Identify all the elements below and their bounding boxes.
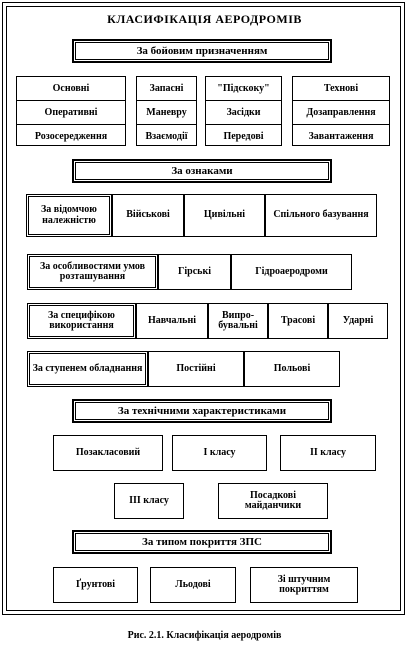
ownership-item: Спільного базування — [265, 194, 377, 237]
equipment-item: Польові — [244, 351, 340, 387]
inner-frame — [6, 6, 401, 611]
ownership-item: Військові — [112, 194, 184, 237]
usage-item: Трасові — [268, 303, 328, 339]
coating-item: Зі штучним покриттям — [250, 567, 358, 603]
purpose-group-2: Запасні Маневру Взаємодії — [136, 76, 197, 146]
placement-header: За особливостями умов розташування — [27, 254, 158, 290]
purpose-item: Дозаправлення — [293, 100, 389, 124]
diagram-title: КЛАСИФІКАЦІЯ АЕРОДРОМІВ — [107, 12, 302, 26]
section-purpose: За бойовим призначенням — [73, 40, 331, 62]
coating-item: Льодові — [150, 567, 236, 603]
purpose-item: Завантаження — [293, 124, 389, 147]
purpose-item: Розосередження — [17, 124, 125, 147]
purpose-item: "Підскоку" — [217, 83, 270, 94]
figure-caption: Рис. 2.1. Класифікація аеродромів — [127, 630, 282, 641]
usage-header: За специфікою використання — [27, 303, 136, 339]
purpose-item: Основні — [52, 83, 90, 94]
technical-item: III класу — [114, 483, 184, 519]
usage-item: Випро-бувальні — [208, 303, 268, 339]
purpose-item: Оперативні — [17, 100, 125, 124]
outer-frame — [2, 2, 405, 615]
placement-item: Гірські — [158, 254, 231, 290]
section-technical: За технічними характеристиками — [73, 400, 331, 422]
purpose-item: Взаємодії — [137, 124, 196, 147]
coating-item: Ґрунтові — [53, 567, 138, 603]
placement-item: Гідроаеродроми — [231, 254, 352, 290]
technical-item: I класу — [172, 435, 267, 471]
equipment-header: За ступенем обладнання — [27, 351, 148, 387]
purpose-item: Маневру — [137, 100, 196, 124]
section-features: За ознаками — [73, 160, 331, 182]
technical-item: II класу — [280, 435, 376, 471]
technical-item: Посадкові майданчики — [218, 483, 328, 519]
equipment-item: Постійні — [148, 351, 244, 387]
purpose-group-1: Основні Оперативні Розосередження — [16, 76, 126, 146]
purpose-item: Запасні — [149, 83, 184, 94]
technical-item: Позакласовий — [53, 435, 163, 471]
usage-item: Ударні — [328, 303, 388, 339]
purpose-item: Технові — [323, 83, 359, 94]
purpose-item: Засідки — [206, 100, 281, 124]
purpose-group-4: Технові Дозаправлення Завантаження — [292, 76, 390, 146]
purpose-group-3: "Підскоку" Засідки Передові — [205, 76, 282, 146]
ownership-item: Цивільні — [184, 194, 265, 237]
section-coating: За типом покриття ЗПС — [73, 531, 331, 553]
usage-item: Навчальні — [136, 303, 208, 339]
ownership-header: За відомчою належністю — [26, 194, 112, 237]
purpose-item: Передові — [206, 124, 281, 147]
